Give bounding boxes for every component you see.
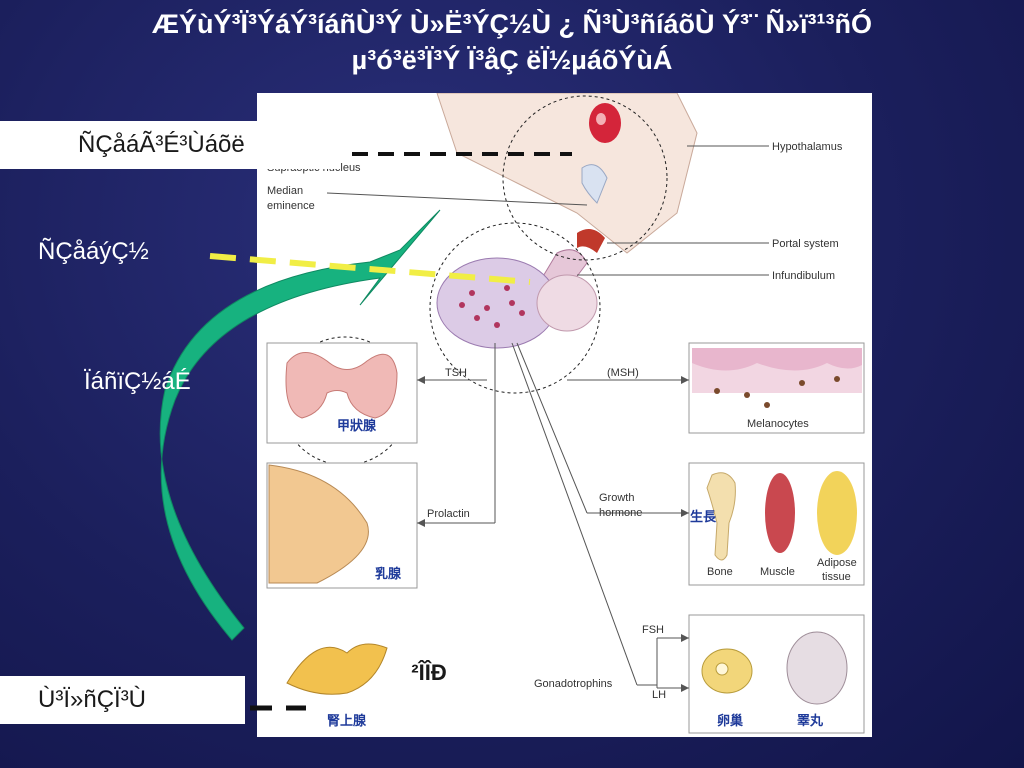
pituitary-highlight-circle [429,222,601,394]
label-acth-text: ²ÎÎÐ [411,660,447,685]
label-pituitary: ÑÇåáýÇ½ [38,238,149,265]
label-hypothalamus-text: ÑÇåáÃ³É³Ùáõë [78,131,245,158]
portal-system [577,229,605,253]
dash-pituitary [209,253,531,285]
breast-tissue [268,464,369,584]
adipose-shape [817,471,857,555]
brain-tissue [436,92,698,254]
muscle-shape [765,473,795,553]
testis-shape [786,631,848,705]
label-adrenal: Ù³Ï»ñÇÏ³Ù [0,676,245,724]
endocrine-diagram: Hypothalamus Supraoptic nucleus Median e… [266,92,865,734]
title-line-2: µ³ó³ë³Ï³Ý Ï³åÇ ëÏ½µáõÝùÁ [351,45,673,75]
endocrine-diagram-panel: Hypothalamus Supraoptic nucleus Median e… [257,92,872,737]
feedback-arrow [159,209,441,641]
slide-title: ÆÝùÝ³Ï³ÝáÝ³íáñÙ³Ý Ù»Ë³ÝÇ½Ù ¿ Ñ³Ù³ñíáõÙ Ý… [0,6,1024,78]
hypothalamus-nucleus [589,103,621,143]
title-line-1: ÆÝùÝ³Ï³ÝáÝ³íáñÙ³Ý Ù»Ë³ÝÇ½Ù ¿ Ñ³Ù³ñíáõÙ Ý… [151,9,873,39]
label-acth: ²ÎÎÐ [396,652,462,694]
label-hypothalamus: ÑÇåáÃ³É³Ùáõë [0,121,340,169]
thyroid-gland [285,352,398,419]
adrenal-gland [286,643,388,695]
bone-shape [706,472,736,561]
label-cortisol: ÏáñïÇ½áÉ [84,368,191,395]
label-adrenal-text: Ù³Ï»ñÇÏ³Ù [38,686,147,713]
median-eminence [581,164,608,204]
pituitary-white-marker [393,294,427,302]
